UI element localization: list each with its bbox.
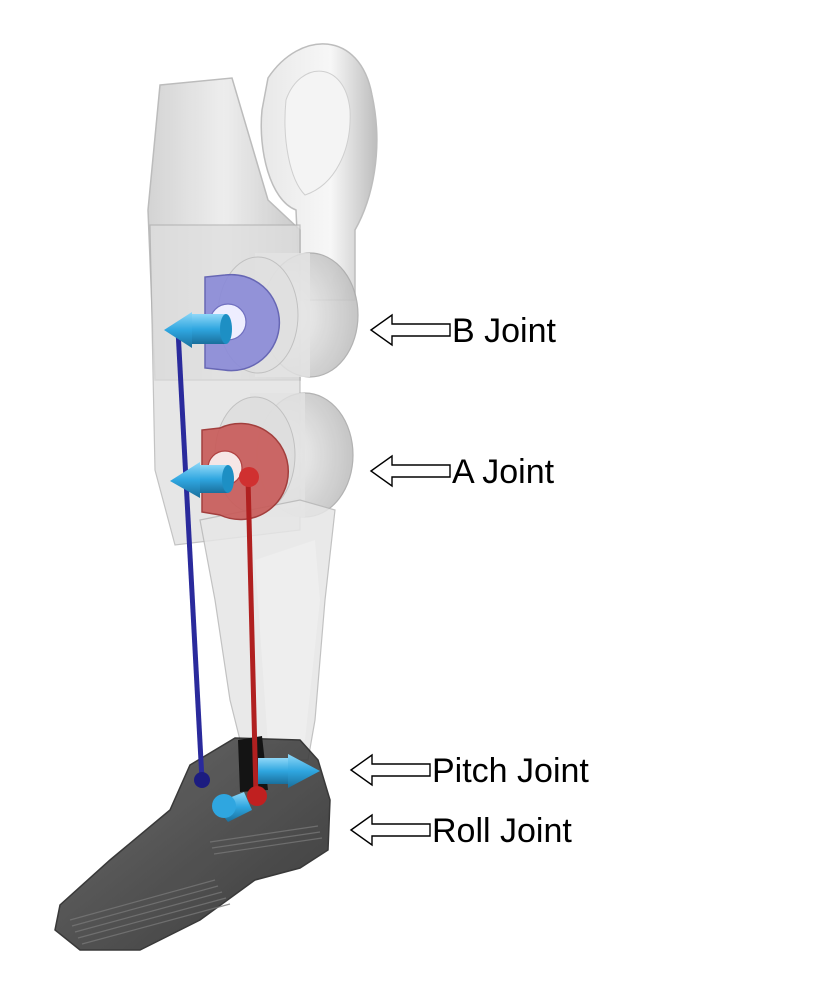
shank [199,499,336,761]
knee-fork [260,43,378,301]
pitch-joint-label: Pitch Joint [432,752,589,790]
pitch-joint-axis-arrow [258,754,320,788]
a-joint-axis-arrow [170,462,234,498]
roll-joint-callout-arrow [349,813,431,847]
b-joint-label: B Joint [452,312,556,350]
roll-joint-label: Roll Joint [432,812,572,850]
a-joint-callout-arrow [369,454,451,488]
b-joint-rod [175,329,210,788]
roll-joint-axis-arrow [212,792,252,822]
b-joint-axis-arrow [164,312,232,348]
b-joint-callout-arrow [369,313,451,347]
a-joint-label: A Joint [452,453,555,491]
pitch-joint-callout-arrow [349,753,431,787]
a-joint-rod [239,467,267,806]
